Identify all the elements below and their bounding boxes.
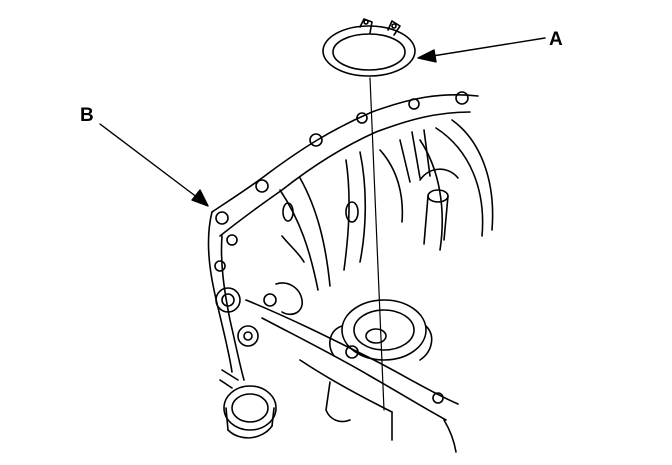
leader-a xyxy=(419,37,546,59)
callout-label-b: B xyxy=(80,105,94,126)
snap-ring xyxy=(322,18,416,77)
callout-leaders xyxy=(99,37,546,207)
callout-label-a: A xyxy=(549,29,563,50)
leader-b xyxy=(99,123,207,205)
transmission-housing xyxy=(207,91,494,453)
arrowhead-a xyxy=(417,49,437,63)
arrowhead-b xyxy=(191,189,209,207)
flange-bolt-holes xyxy=(214,91,469,404)
